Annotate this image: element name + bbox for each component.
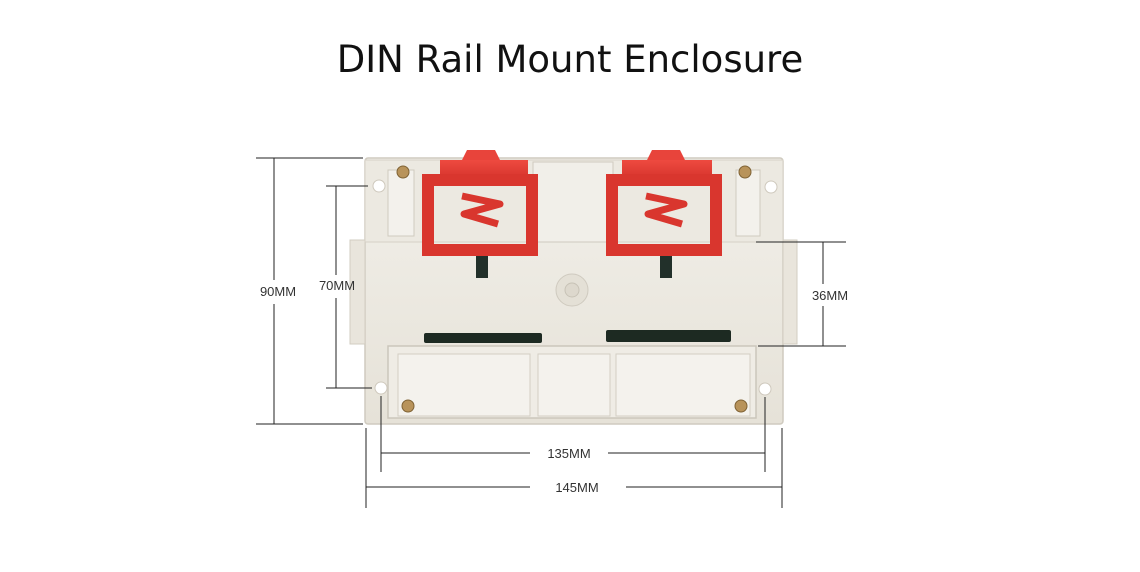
din-clip-right — [606, 150, 722, 256]
bottom-rib-cell-2 — [537, 353, 611, 417]
mounting-hole-top-left — [372, 179, 386, 193]
enclosure-body — [349, 157, 798, 425]
mounting-holes — [372, 179, 778, 396]
brass-insert-bottom-left — [401, 399, 415, 413]
dim-label-36: 36MM — [812, 288, 848, 303]
brass-insert-bottom-right — [734, 399, 748, 413]
left-flange — [349, 239, 366, 345]
mounting-hole-bottom-right — [758, 382, 772, 396]
brass-insert-top-right — [738, 165, 752, 179]
din-clip-left — [422, 150, 538, 256]
pcb-slot-left — [424, 333, 542, 343]
top-rib-right — [735, 169, 761, 237]
bottom-rib-cell-3 — [615, 353, 751, 417]
dimension-lines — [256, 157, 846, 508]
dim-label-145: 145MM — [555, 480, 598, 495]
dim-label-135: 135MM — [547, 446, 590, 461]
top-rib-center — [532, 161, 614, 243]
mounting-hole-top-right — [764, 180, 778, 194]
pcb-slot-right — [606, 330, 731, 342]
din-clip-left-spring — [460, 192, 504, 228]
din-clip-right-spring — [644, 192, 688, 228]
brass-inserts — [396, 165, 752, 413]
din-clip-left-tab — [462, 150, 500, 160]
page-title: DIN Rail Mount Enclosure — [336, 38, 804, 81]
dim-label-70: 70MM — [319, 278, 355, 293]
dim-label-90: 90MM — [260, 284, 296, 299]
din-clip-right-tab — [647, 150, 685, 160]
center-boss-hole — [564, 282, 580, 298]
right-flange — [782, 239, 798, 345]
din-clip-right-frame — [606, 174, 722, 256]
bottom-rib-cell-1 — [397, 353, 531, 417]
brass-insert-top-left — [396, 165, 410, 179]
mounting-hole-bottom-left — [374, 381, 388, 395]
din-clip-left-frame — [422, 174, 538, 256]
top-rib-left — [387, 169, 415, 237]
